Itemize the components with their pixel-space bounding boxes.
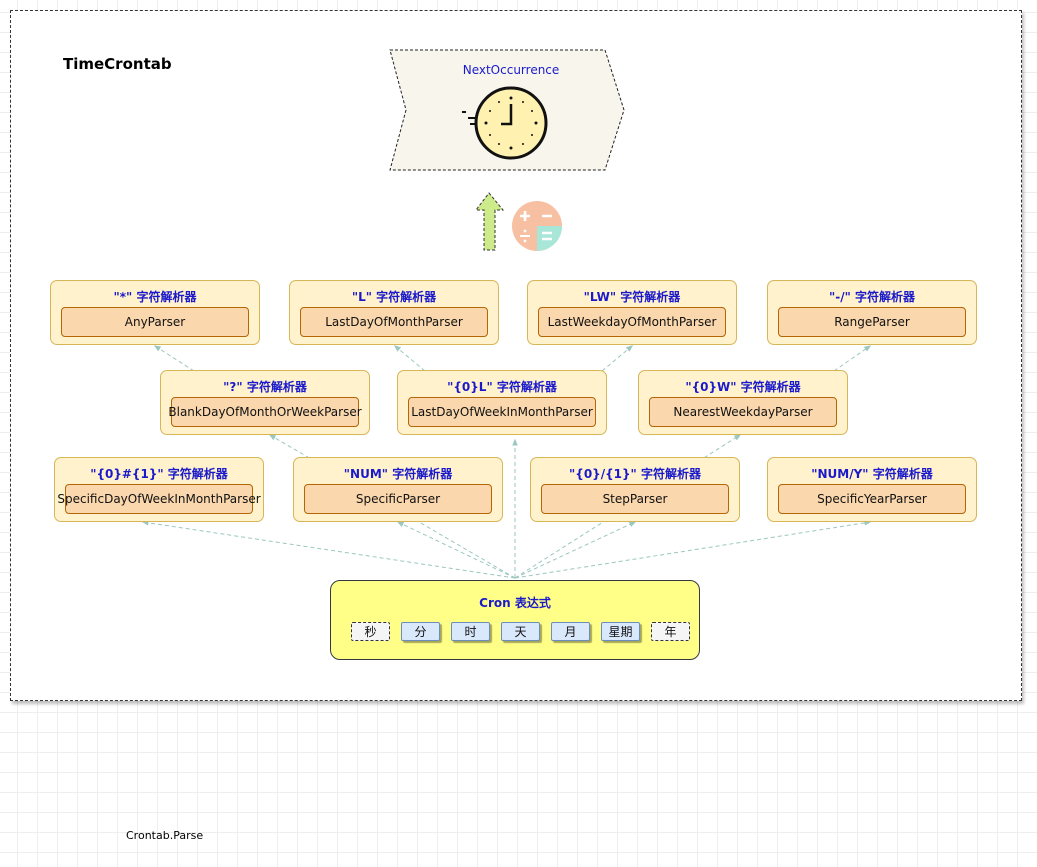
parser-name: NearestWeekdayParser <box>649 397 837 427</box>
parser-name: AnyParser <box>61 307 249 337</box>
parser-name: SpecificDayOfWeekInMonthParser <box>57 484 261 514</box>
parser-card-title: "{0}#{1}" 字符解析器 <box>90 467 228 481</box>
connector <box>393 345 426 372</box>
connector <box>833 345 872 372</box>
cron-field-month: 月 <box>551 622 590 641</box>
parser-card-title: "{0}L" 字符解析器 <box>447 380 557 394</box>
parser-card-specific: "NUM" 字符解析器 SpecificParser <box>293 457 503 522</box>
parser-name: BlankDayOfMonthOrWeekParser <box>168 397 362 427</box>
parser-card-specific-year: "NUM/Y" 字符解析器 SpecificYearParser <box>767 457 977 522</box>
parser-card-title: "LW" 字符解析器 <box>583 290 681 304</box>
connector <box>601 345 634 372</box>
parser-card-title: "L" 字符解析器 <box>351 290 437 304</box>
parser-name: LastDayOfMonthParser <box>300 307 488 337</box>
parser-card-title: "*" 字符解析器 <box>113 290 197 304</box>
connector <box>141 520 516 579</box>
parser-card-range: "-/" 字符解析器 RangeParser <box>767 280 977 345</box>
cron-field-minute: 分 <box>401 622 440 641</box>
parser-card-title: "?" 字符解析器 <box>223 380 307 394</box>
connector <box>514 521 637 579</box>
footer-label: Crontab.Parse <box>126 829 204 842</box>
parser-card-title: "-/" 字符解析器 <box>828 290 916 304</box>
cron-field-day: 天 <box>501 622 540 641</box>
parser-name: LastWeekdayOfMonthParser <box>538 307 726 337</box>
parser-card-specific-day-of-week: "{0}#{1}" 字符解析器 SpecificDayOfWeekInMonth… <box>54 457 264 522</box>
parser-card-title: "{0}/{1}" 字符解析器 <box>569 467 701 481</box>
connector <box>514 520 872 579</box>
cron-field-weekday: 星期 <box>601 622 640 641</box>
connector <box>153 345 195 372</box>
parser-card-blank-day: "?" 字符解析器 BlankDayOfMonthOrWeekParser <box>160 370 370 435</box>
parser-card-last-day-of-month: "L" 字符解析器 LastDayOfMonthParser <box>289 280 499 345</box>
cron-field-second: 秒 <box>351 622 390 641</box>
parser-name: StepParser <box>541 484 729 514</box>
cron-field-year: 年 <box>651 622 690 641</box>
parser-card-title: "{0}W" 字符解析器 <box>685 380 801 394</box>
cron-field-hour: 时 <box>451 622 490 641</box>
diagram-title: TimeCrontab <box>63 55 172 73</box>
next-occurrence-label: NextOccurrence <box>462 63 560 77</box>
parser-card-step: "{0}/{1}" 字符解析器 StepParser <box>530 457 740 522</box>
parser-name: SpecificParser <box>304 484 492 514</box>
parser-name: SpecificYearParser <box>778 484 966 514</box>
parser-name: RangeParser <box>778 307 966 337</box>
parser-name: LastDayOfWeekInMonthParser <box>408 397 596 427</box>
parser-card-any: "*" 字符解析器 AnyParser <box>50 280 260 345</box>
parser-card-last-weekday-of-month: "LW" 字符解析器 LastWeekdayOfMonthParser <box>527 280 737 345</box>
parser-card-nearest-weekday: "{0}W" 字符解析器 NearestWeekdayParser <box>638 370 848 435</box>
connector <box>396 521 516 579</box>
parser-card-title: "NUM/Y" 字符解析器 <box>811 467 933 481</box>
cron-expression-box: Cron 表达式 秒 分 时 天 月 星期 年 <box>330 580 700 660</box>
cron-title: Cron 表达式 <box>479 596 551 610</box>
parser-card-last-day-of-week: "{0}L" 字符解析器 LastDayOfWeekInMonthParser <box>397 370 607 435</box>
parser-card-title: "NUM" 字符解析器 <box>343 467 453 481</box>
